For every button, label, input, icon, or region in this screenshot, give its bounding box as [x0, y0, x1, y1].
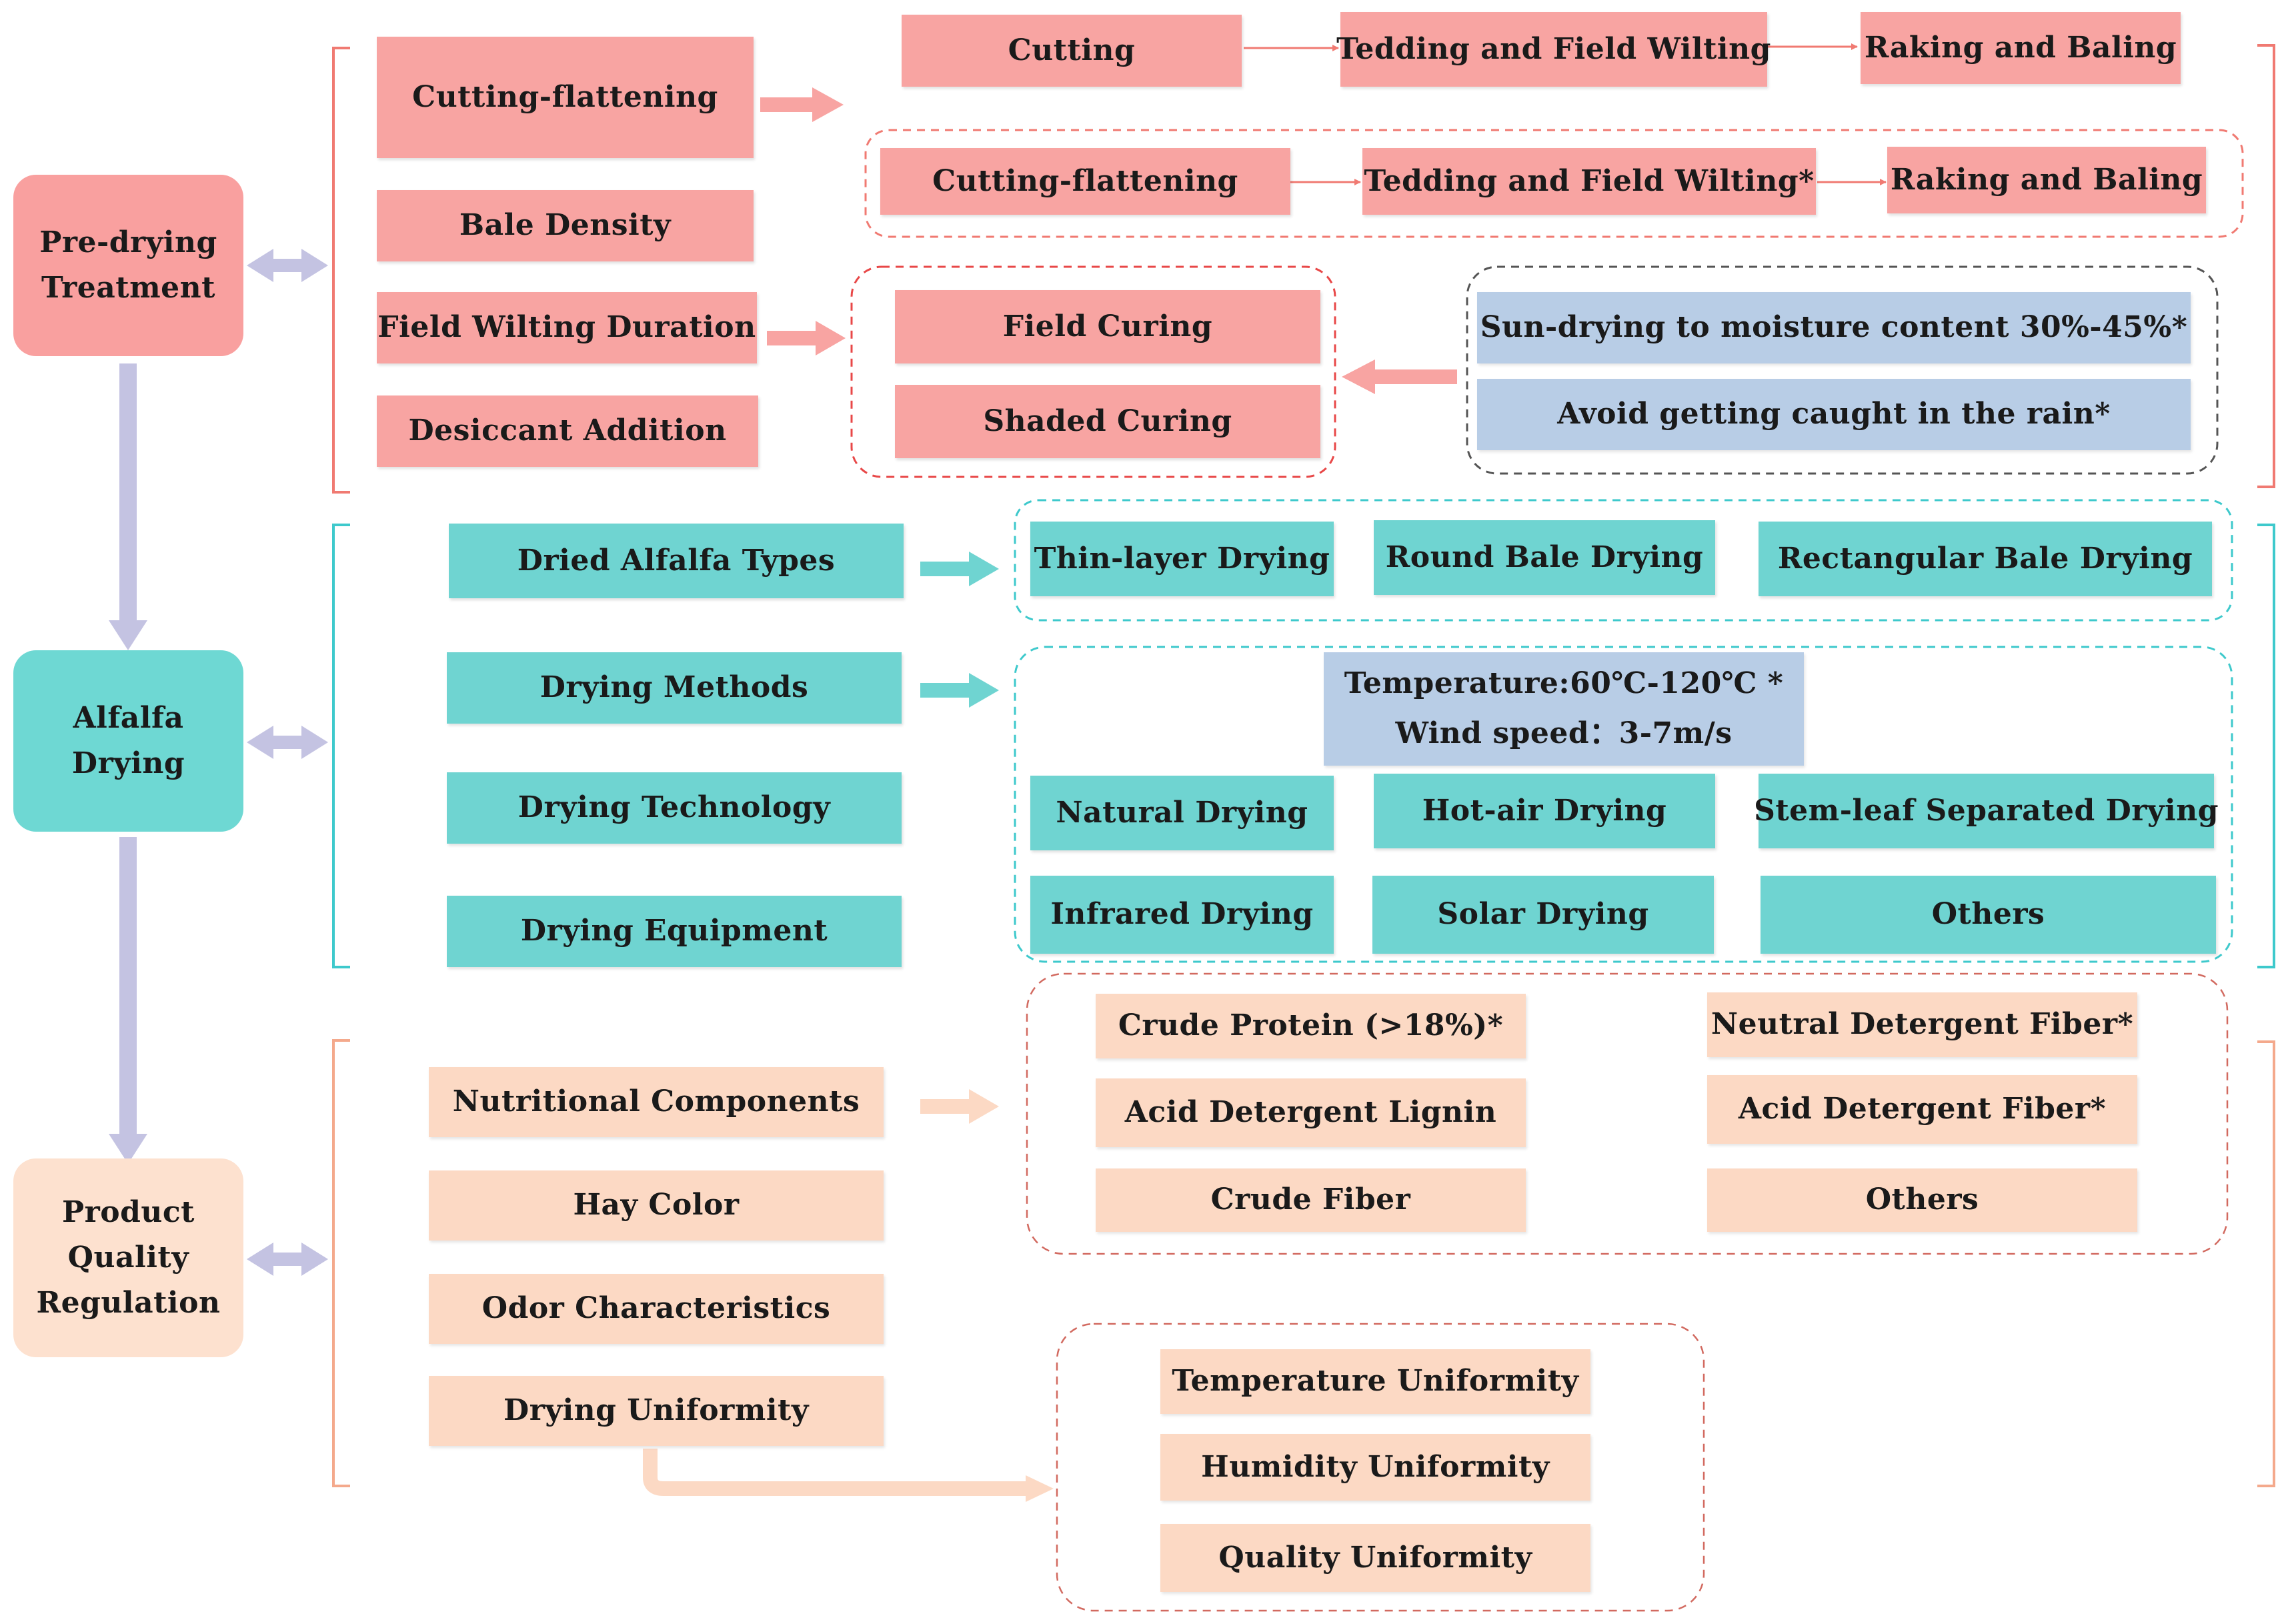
type-thin-layer: Thin-layer Drying: [1030, 522, 1334, 596]
group-uniformity: [1056, 1323, 1705, 1612]
group-curing: [850, 265, 1336, 478]
stage-pre-drying-treatment: Pre-drying Treatment: [13, 175, 243, 356]
factor-nutritional-components: Nutritional Components: [429, 1067, 884, 1137]
factor-desiccant-addition: Desiccant Addition: [377, 395, 758, 467]
arrow-drying-uniformity: [643, 1449, 1027, 1496]
factor-field-wilting-duration: Field Wilting Duration: [377, 292, 757, 363]
nutrient-acid-detergent-fiber: Acid Detergent Fiber*: [1707, 1075, 2137, 1144]
factor-drying-methods: Drying Methods: [447, 652, 902, 724]
group-route-b: [864, 129, 2244, 238]
double-arrow-drying: [247, 726, 328, 759]
double-arrow-pre-drying: [247, 249, 328, 282]
drying-parameters: Temperature:60℃-120℃ * Wind speed：3-7m/s: [1324, 652, 1804, 766]
group-methods: [1014, 646, 2233, 963]
arrow-drying-uniformity-head: [1026, 1475, 1054, 1502]
condition-avoid-rain: Avoid getting caught in the rain*: [1477, 379, 2191, 450]
factor-cutting-flattening: Cutting-flattening: [377, 37, 754, 158]
type-rectangular-bale: Rectangular Bale Drying: [1759, 522, 2212, 596]
method-stem-leaf-separated: Stem-leaf Separated Drying: [1754, 774, 2218, 848]
arrow-conditions-to-curing: [1342, 359, 1457, 394]
nutrient-crude-protein: Crude Protein (>18%)*: [1096, 994, 1526, 1058]
factor-dried-alfalfa-types: Dried Alfalfa Types: [449, 524, 904, 598]
factor-hay-color: Hay Color: [429, 1170, 884, 1241]
uniformity-humidity: Humidity Uniformity: [1160, 1434, 1590, 1501]
arrow-drying-methods: [920, 673, 999, 708]
method-infrared: Infrared Drying: [1030, 876, 1334, 954]
bracket-drying-left: [332, 524, 350, 968]
uniformity-quality: Quality Uniformity: [1160, 1524, 1590, 1592]
route-b-tedding: Tedding and Field Wilting*: [1362, 148, 1816, 215]
uniformity-temperature: Temperature Uniformity: [1160, 1349, 1590, 1414]
factor-drying-uniformity: Drying Uniformity: [429, 1376, 884, 1446]
bracket-quality-left: [332, 1039, 350, 1487]
arrow-field-wilting: [767, 321, 846, 355]
stage-alfalfa-drying: Alfalfa Drying: [13, 650, 243, 832]
nutrient-crude-fiber: Crude Fiber: [1096, 1168, 1526, 1232]
method-solar: Solar Drying: [1372, 876, 1714, 954]
condition-sun-drying: Sun-drying to moisture content 30%-45%*: [1477, 292, 2191, 363]
stage-arrow-1: [109, 363, 147, 650]
factor-bale-density: Bale Density: [377, 190, 754, 261]
route-b-cutting-flattening: Cutting-flattening: [880, 148, 1290, 215]
factor-drying-equipment: Drying Equipment: [447, 896, 902, 967]
method-natural: Natural Drying: [1030, 776, 1334, 850]
route-a-raking: Raking and Baling: [1861, 12, 2181, 84]
double-arrow-quality: [247, 1243, 328, 1276]
route-a-cutting: Cutting: [902, 15, 1242, 87]
arrow-nutritional: [920, 1089, 999, 1124]
bracket-pre-drying-left: [332, 47, 350, 494]
factor-odor-characteristics: Odor Characteristics: [429, 1274, 884, 1344]
nutrient-others: Others: [1707, 1168, 2137, 1232]
route-b-raking: Raking and Baling: [1887, 147, 2206, 213]
arrow-dried-types: [920, 552, 999, 586]
nutrient-acid-detergent-lignin: Acid Detergent Lignin: [1096, 1078, 1526, 1147]
bracket-quality-right: [2257, 1040, 2275, 1487]
curing-shaded: Shaded Curing: [895, 385, 1320, 458]
stage-arrow-2: [109, 837, 147, 1164]
method-others: Others: [1761, 876, 2216, 954]
route-a-tedding: Tedding and Field Wilting: [1336, 12, 1771, 87]
curing-field: Field Curing: [895, 290, 1320, 363]
stage-product-quality-regulation: Product Quality Regulation: [13, 1158, 243, 1357]
arrow-cutting-flattening: [760, 87, 844, 122]
group-conditions: [1466, 265, 2219, 475]
factor-drying-technology: Drying Technology: [447, 772, 902, 844]
nutrient-neutral-detergent-fiber: Neutral Detergent Fiber*: [1707, 992, 2137, 1057]
bracket-drying-right: [2257, 524, 2275, 968]
group-nutrients: [1026, 972, 2229, 1255]
type-round-bale: Round Bale Drying: [1374, 520, 1715, 595]
parameter-temperature: Temperature:60℃-120℃ *: [1344, 666, 1784, 701]
bracket-pre-drying-right: [2257, 44, 2275, 488]
parameter-wind-speed: Wind speed：3-7m/s: [1395, 716, 1733, 750]
method-hot-air: Hot-air Drying: [1374, 774, 1715, 848]
